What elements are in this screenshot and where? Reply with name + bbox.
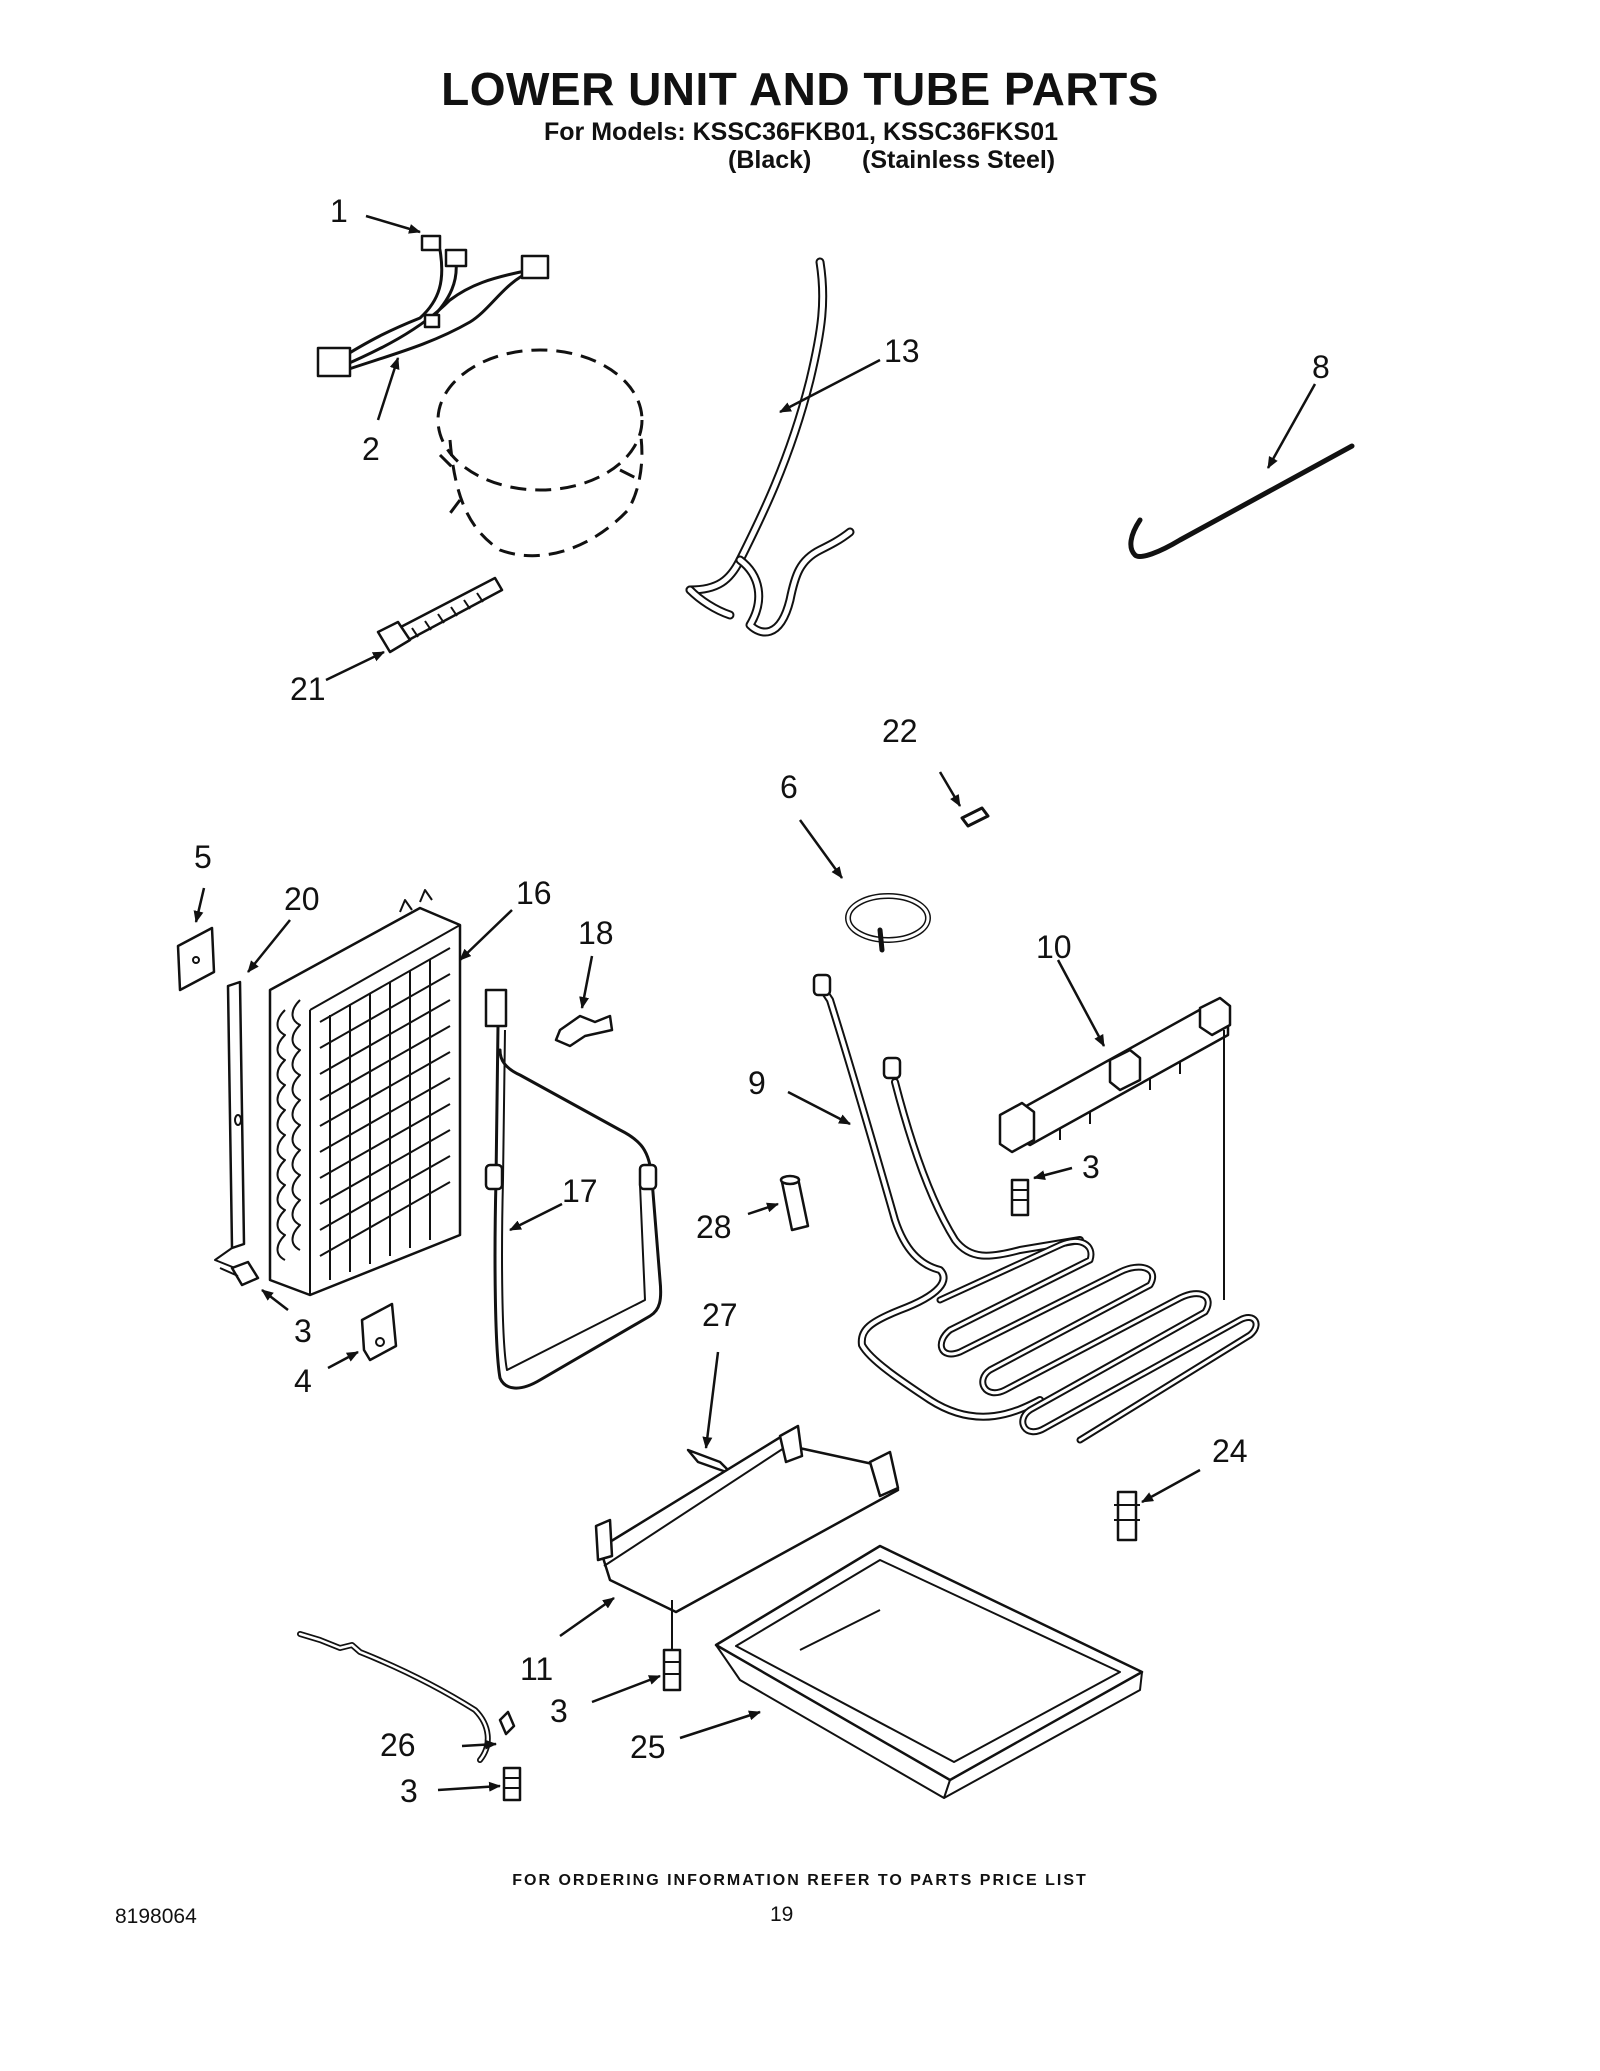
- part-plate-5: [176, 926, 216, 992]
- part-screw-right: [1010, 1178, 1030, 1217]
- model-black-label: (Black): [728, 146, 812, 174]
- callout-8: 8: [1312, 349, 1330, 385]
- part-bracket-rail-10: [998, 996, 1232, 1300]
- callout-labels: 1 2 13 8 21 22 6 5 20 16 18 10 9 17 28 3…: [194, 193, 1330, 1809]
- callout-6: 6: [780, 769, 798, 805]
- part-clip-22: [960, 806, 990, 828]
- callout-25: 25: [630, 1729, 666, 1765]
- part-screw-left: [219, 1260, 260, 1287]
- callout-3-right: 3: [1082, 1149, 1100, 1185]
- document-number: 8198064: [115, 1905, 197, 1928]
- part-tray-bracket-11: [594, 1424, 900, 1614]
- callout-11: 11: [520, 1651, 553, 1687]
- part-tube-coil-6: [845, 893, 931, 953]
- callout-24: 24: [1212, 1433, 1248, 1469]
- callout-3-left: 3: [294, 1313, 312, 1349]
- callout-16: 16: [516, 875, 552, 911]
- leader-arrows: [193, 214, 1317, 1792]
- callout-2: 2: [362, 431, 380, 467]
- callout-4: 4: [294, 1363, 312, 1399]
- callout-18: 18: [578, 915, 614, 951]
- callout-13: 13: [884, 333, 920, 369]
- models-line: For Models: KSSC36FKB01, KSSC36FKS01: [544, 118, 1059, 146]
- part-sleeve-28: [779, 1174, 810, 1232]
- page-title: LOWER UNIT AND TUBE PARTS: [441, 63, 1159, 115]
- part-screw-bottom: [502, 1766, 522, 1802]
- part-tube-13: [685, 257, 855, 637]
- callout-9: 9: [748, 1065, 766, 1101]
- callout-21: 21: [290, 671, 326, 707]
- part-evaporator-9: [812, 973, 1260, 1444]
- callout-27: 27: [702, 1297, 738, 1333]
- ordering-note: FOR ORDERING INFORMATION REFER TO PARTS …: [512, 1872, 1088, 1889]
- callout-5: 5: [194, 839, 212, 875]
- callout-17: 17: [562, 1173, 598, 1209]
- callout-20: 20: [284, 881, 320, 917]
- page-number: 19: [770, 1903, 794, 1926]
- callout-3-tray: 3: [550, 1693, 568, 1729]
- part-condenser-16: [268, 889, 462, 1297]
- part-drain-pan-25: [714, 1544, 1144, 1799]
- part-wire-harness: [316, 234, 550, 378]
- callout-3-bottom: 3: [400, 1773, 418, 1809]
- part-heater-loop-17: [484, 988, 663, 1390]
- part-strip-20: [214, 980, 246, 1271]
- callout-28: 28: [696, 1209, 732, 1245]
- compressor-outline-dashed: [436, 348, 644, 558]
- callout-10: 10: [1036, 929, 1072, 965]
- model-stainless-label: (Stainless Steel): [862, 146, 1056, 174]
- part-tube-rod-26: [297, 1631, 516, 1763]
- callout-22: 22: [882, 713, 918, 749]
- part-hook-wire-8: [1128, 443, 1355, 559]
- callout-26: 26: [380, 1727, 416, 1763]
- part-bracket-4: [360, 1302, 398, 1362]
- part-fitting-24: [1114, 1490, 1140, 1542]
- part-cable-tie-21: [376, 576, 504, 654]
- part-clip-18: [554, 1014, 614, 1048]
- part-screw-tray: [662, 1600, 682, 1692]
- callout-1: 1: [330, 193, 348, 229]
